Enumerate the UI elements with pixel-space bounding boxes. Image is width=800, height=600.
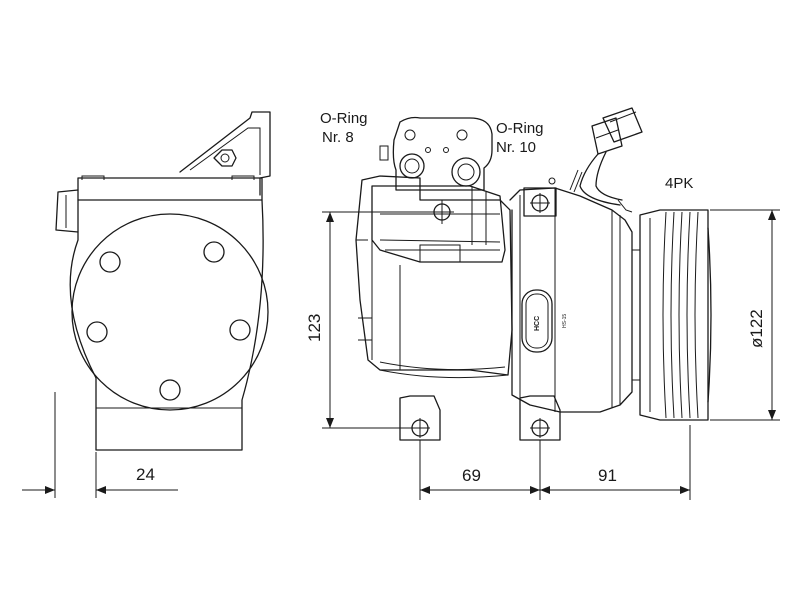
svg-text:Nr. 8: Nr. 8 <box>322 129 354 146</box>
mount-foot-left <box>399 395 441 441</box>
svg-text:O-Ring: O-Ring <box>496 120 544 137</box>
dimension-height: 123 <box>305 211 432 429</box>
front-bolt-icon <box>523 187 557 217</box>
pulley <box>639 209 712 421</box>
dimension-pulley-offset-label: 91 <box>598 466 617 485</box>
head-bolt-icon <box>430 200 454 224</box>
bracket-bolt-icon <box>213 149 237 167</box>
bolt-hole-icon <box>99 251 121 273</box>
dimension-pulley-offset: 91 <box>540 425 691 500</box>
oring-label-left: O-Ring Nr. 8 <box>320 110 368 146</box>
port-plate <box>392 116 493 191</box>
dimension-side-offset: 24 <box>22 392 178 498</box>
front-housing <box>509 187 633 413</box>
svg-text:O-Ring: O-Ring <box>320 110 368 127</box>
model-badge-text: HS-15 <box>562 314 568 328</box>
head-block <box>371 185 506 263</box>
oring-label-right: O-Ring Nr. 10 <box>496 120 544 156</box>
dimension-pulley-diameter: ø122 <box>710 209 780 421</box>
mount-foot-right <box>519 395 561 441</box>
dimension-pulley-diameter-label: ø122 <box>747 309 766 348</box>
bolt-hole-icon <box>203 241 225 263</box>
end-view-left-boss <box>55 189 79 233</box>
brand-badge: HCC HS-15 <box>521 289 568 353</box>
dimension-height-label: 123 <box>305 314 324 342</box>
electrical-connector <box>548 107 643 213</box>
end-view-body <box>69 199 264 451</box>
bolt-hole-icon <box>159 379 181 401</box>
side-view: HCC HS-15 <box>355 107 712 441</box>
end-view-bracket-inner <box>189 127 261 175</box>
pulley-type-label: 4PK <box>665 175 693 192</box>
dimension-side-offset-label: 24 <box>136 465 155 484</box>
rear-housing <box>355 175 513 376</box>
bolt-hole-icon <box>229 319 251 341</box>
oring-port-8-icon <box>399 153 425 179</box>
brand-badge-text: HCC <box>534 316 541 331</box>
end-view-head <box>77 177 263 201</box>
dimension-mount-spacing: 69 <box>419 440 541 500</box>
svg-text:Nr. 10: Nr. 10 <box>496 139 536 156</box>
dimension-mount-spacing-label: 69 <box>462 466 481 485</box>
end-plate-circle <box>71 213 269 411</box>
bolt-hole-icon <box>86 321 108 343</box>
end-view <box>55 111 271 451</box>
oring-port-10-icon <box>451 157 481 187</box>
